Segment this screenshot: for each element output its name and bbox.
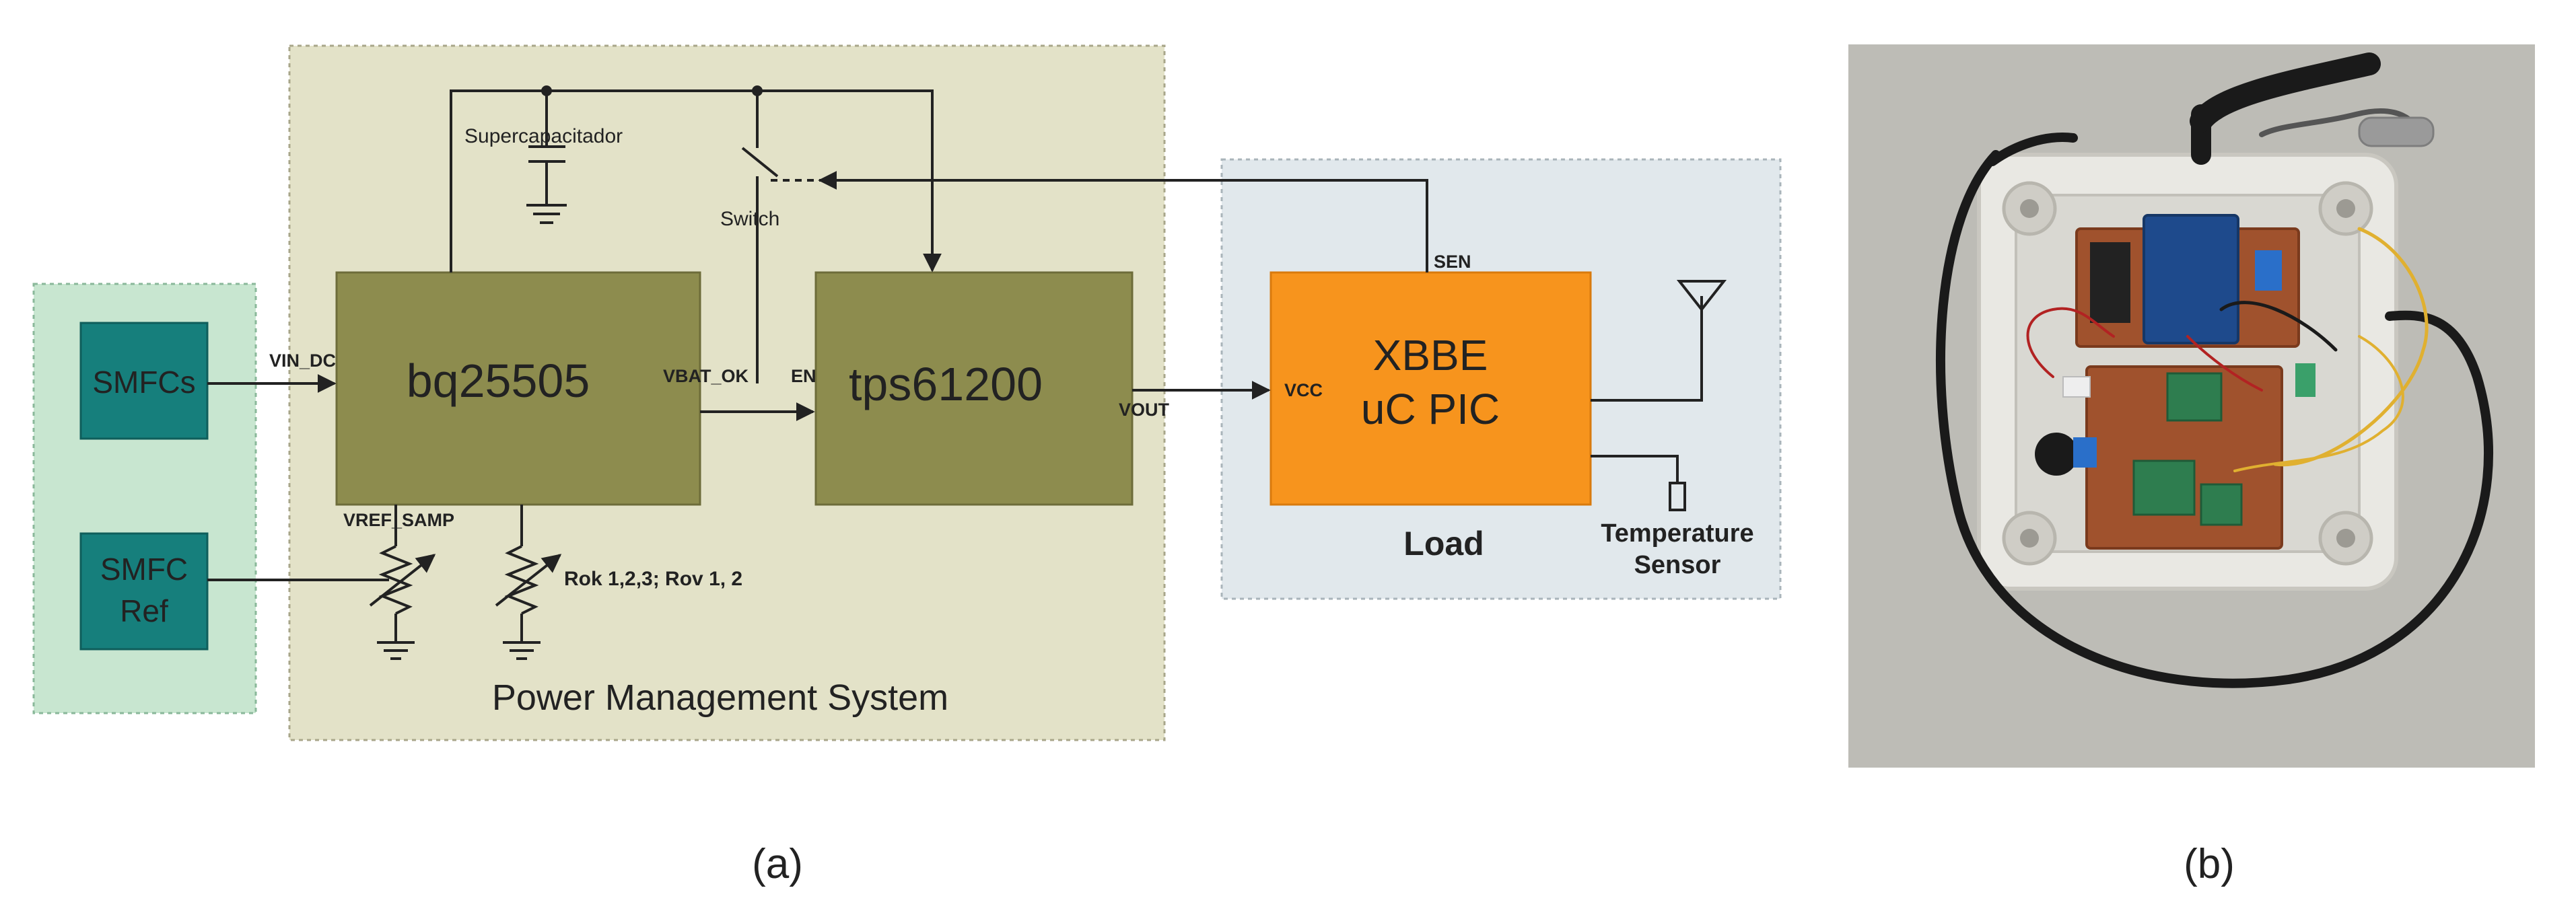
vin-dc-label: VIN_DC	[269, 351, 336, 371]
rok-rov-label: Rok 1,2,3; Rov 1, 2	[564, 568, 742, 590]
bq25505-label: bq25505	[407, 355, 590, 407]
panel-b-label: (b)	[2184, 841, 2235, 887]
junction-dot-left	[541, 85, 552, 96]
smfc-ref-label-line1: SMFC	[100, 552, 188, 587]
supercap-label: Supercapacitador	[464, 125, 623, 147]
wiring	[207, 89, 1727, 660]
en-label: EN	[791, 366, 816, 386]
cables	[1936, 52, 2493, 688]
temperature-sensor-label-line1: Temperature	[1601, 519, 1753, 548]
mcu-label-line2: uC PIC	[1361, 385, 1500, 433]
panel-a-diagram: SMFCs SMFC Ref bq25505 tps61200 XBBE uC …	[32, 44, 1782, 887]
tps61200-block	[814, 271, 1134, 506]
enclosure-photo	[1977, 153, 2398, 591]
mcu-label-line1: XBBE	[1373, 331, 1488, 379]
junction-dot-right	[752, 85, 763, 96]
load-label: Load	[1403, 525, 1484, 562]
vref-samp-label: VREF_SAMP	[343, 510, 454, 530]
smfcs-label: SMFCs	[92, 365, 195, 400]
vcc-label: VCC	[1284, 380, 1323, 400]
switch-label: Switch	[720, 208, 779, 230]
temperature-sensor-label-line2: Sensor	[1634, 551, 1721, 579]
smfcs-block	[79, 322, 209, 440]
bq25505-block	[335, 271, 701, 506]
mcu-block	[1269, 271, 1592, 506]
sen-label: SEN	[1434, 252, 1471, 272]
tps61200-label: tps61200	[849, 358, 1043, 410]
panel-a-label: (a)	[752, 841, 803, 887]
pms-title: Power Management System	[492, 677, 948, 718]
smfc-ref-block	[79, 532, 209, 651]
vout-label: VOUT	[1119, 400, 1170, 420]
vbat-ok-label: VBAT_OK	[663, 366, 749, 386]
smfc-ref-label-line2: Ref	[120, 593, 168, 628]
panel-b-photo: (b)	[1848, 44, 2535, 887]
